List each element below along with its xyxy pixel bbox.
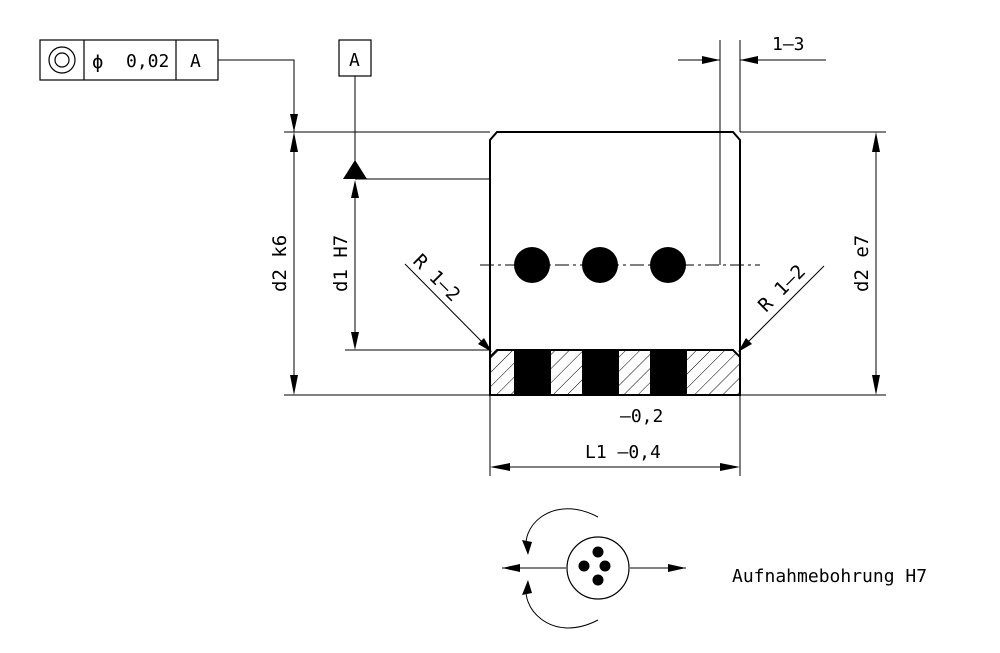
d2-e7-label: d2 e7	[851, 235, 873, 292]
section-plug	[582, 350, 619, 395]
concentricity-icon	[48, 46, 76, 74]
caption: Aufnahmebohrung H7	[732, 566, 927, 587]
mounting-bore-symbol: Aufnahmebohrung H7	[502, 508, 927, 629]
datum-triangle	[343, 160, 367, 179]
radius-left-label: R 1–2	[408, 250, 464, 306]
section-plug	[650, 350, 687, 395]
d2-k6-label: d2 k6	[269, 235, 291, 292]
d1-h7-label: d1 H7	[330, 235, 352, 292]
radius-left: R 1–2	[404, 250, 492, 352]
dim-chamfer: 1–3	[678, 34, 826, 64]
fcf-leader	[218, 59, 298, 132]
fcf-datum: A	[190, 51, 201, 72]
length-label: L1 –0,4	[585, 442, 661, 463]
datum-label: A	[349, 50, 360, 71]
wall-section	[489, 349, 741, 396]
dim-d1-h7: d1 H7	[330, 180, 359, 350]
graphite-plug	[514, 247, 550, 283]
bushing-body	[480, 131, 760, 395]
datum-feature: A	[338, 39, 490, 180]
radius-right: R 1–2	[738, 261, 825, 352]
graphite-plug	[582, 247, 618, 283]
dim-d2-k6: d2 k6	[269, 132, 298, 395]
fcf-tolerance: 0,02	[126, 51, 169, 72]
bore-circle	[566, 536, 630, 600]
feature-control-frame: ϕ 0,02 A	[39, 39, 219, 81]
dim-d2-e7: d2 e7	[851, 132, 880, 395]
section-plug	[514, 350, 551, 395]
diameter-symbol: ϕ	[92, 51, 103, 73]
fcf-leader-arrow	[290, 114, 298, 132]
extension-lines	[284, 40, 886, 476]
chamfer-label: 1–3	[772, 34, 805, 55]
length-tolerance-upper: –0,2	[620, 406, 663, 427]
graphite-plug	[650, 247, 686, 283]
dim-length: –0,2 L1 –0,4	[490, 406, 740, 471]
